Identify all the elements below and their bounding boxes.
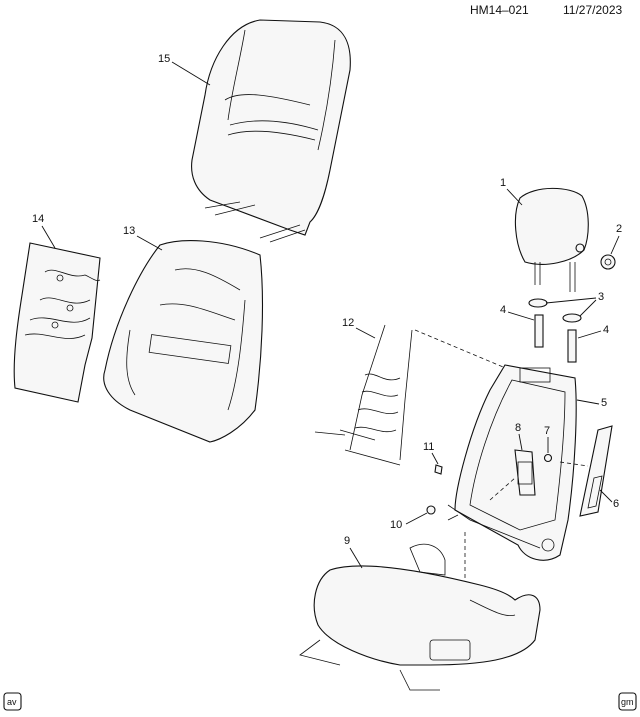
leader-8 bbox=[518, 433, 523, 451]
back-cushion-pad bbox=[103, 240, 264, 443]
callout-6: 6 bbox=[613, 498, 619, 510]
seat-actuator bbox=[514, 449, 536, 496]
av-badge-label: av bbox=[7, 697, 17, 707]
leader-13 bbox=[136, 235, 163, 251]
bolt-11 bbox=[434, 464, 443, 475]
callout-7: 7 bbox=[544, 425, 550, 437]
nut-10 bbox=[426, 505, 436, 515]
gm-logo-label: gm bbox=[621, 697, 634, 707]
callout-2: 2 bbox=[616, 223, 622, 235]
callout-14: 14 bbox=[32, 213, 44, 225]
leader-1 bbox=[506, 188, 523, 206]
callout-12: 12 bbox=[342, 317, 354, 329]
leader-14 bbox=[41, 225, 56, 249]
seat-back-cover bbox=[191, 19, 351, 243]
lumbar-support bbox=[314, 324, 413, 466]
diagram-code: HM14–021 bbox=[470, 3, 529, 17]
headrest-button bbox=[600, 254, 616, 270]
callout-5: 5 bbox=[601, 397, 607, 409]
leader-4a bbox=[507, 311, 535, 321]
leader-3a bbox=[545, 297, 597, 304]
leader-2 bbox=[610, 235, 620, 255]
leader-10 bbox=[405, 512, 428, 525]
leader-9 bbox=[349, 547, 363, 569]
callout-4a: 4 bbox=[500, 304, 506, 316]
leader-3b bbox=[579, 299, 597, 317]
headrest-guide-left bbox=[534, 314, 544, 348]
callout-11: 11 bbox=[423, 441, 434, 453]
headrest-guide-right bbox=[567, 329, 577, 363]
av-badge-icon: av bbox=[3, 692, 22, 711]
callout-15: 15 bbox=[158, 53, 170, 65]
callout-4b: 4 bbox=[603, 324, 609, 336]
callout-13: 13 bbox=[123, 225, 135, 237]
callout-9: 9 bbox=[344, 535, 350, 547]
seat-back-frame bbox=[447, 364, 577, 561]
leader-5 bbox=[576, 399, 600, 405]
gm-logo-icon: gm bbox=[618, 692, 637, 711]
callout-1: 1 bbox=[500, 177, 506, 189]
guide-collar-left bbox=[528, 298, 548, 308]
seat-cushion-assembly bbox=[299, 543, 541, 691]
guide-collar-right bbox=[562, 313, 582, 323]
leader-15 bbox=[171, 61, 211, 86]
back-heater-pad bbox=[13, 242, 101, 403]
leader-12 bbox=[355, 327, 376, 339]
guide-12 bbox=[414, 329, 516, 373]
guide-6 bbox=[559, 461, 589, 467]
callout-10: 10 bbox=[390, 519, 402, 531]
guide-8 bbox=[489, 477, 516, 501]
leader-11 bbox=[431, 452, 439, 465]
fastener-7 bbox=[543, 453, 553, 463]
diagram-date: 11/27/2023 bbox=[563, 3, 622, 17]
leader-6 bbox=[599, 489, 613, 503]
callout-3: 3 bbox=[598, 291, 604, 303]
leader-4b bbox=[577, 330, 602, 339]
callout-8: 8 bbox=[515, 422, 521, 434]
side-trim-panel bbox=[579, 425, 613, 517]
headrest bbox=[514, 187, 589, 292]
